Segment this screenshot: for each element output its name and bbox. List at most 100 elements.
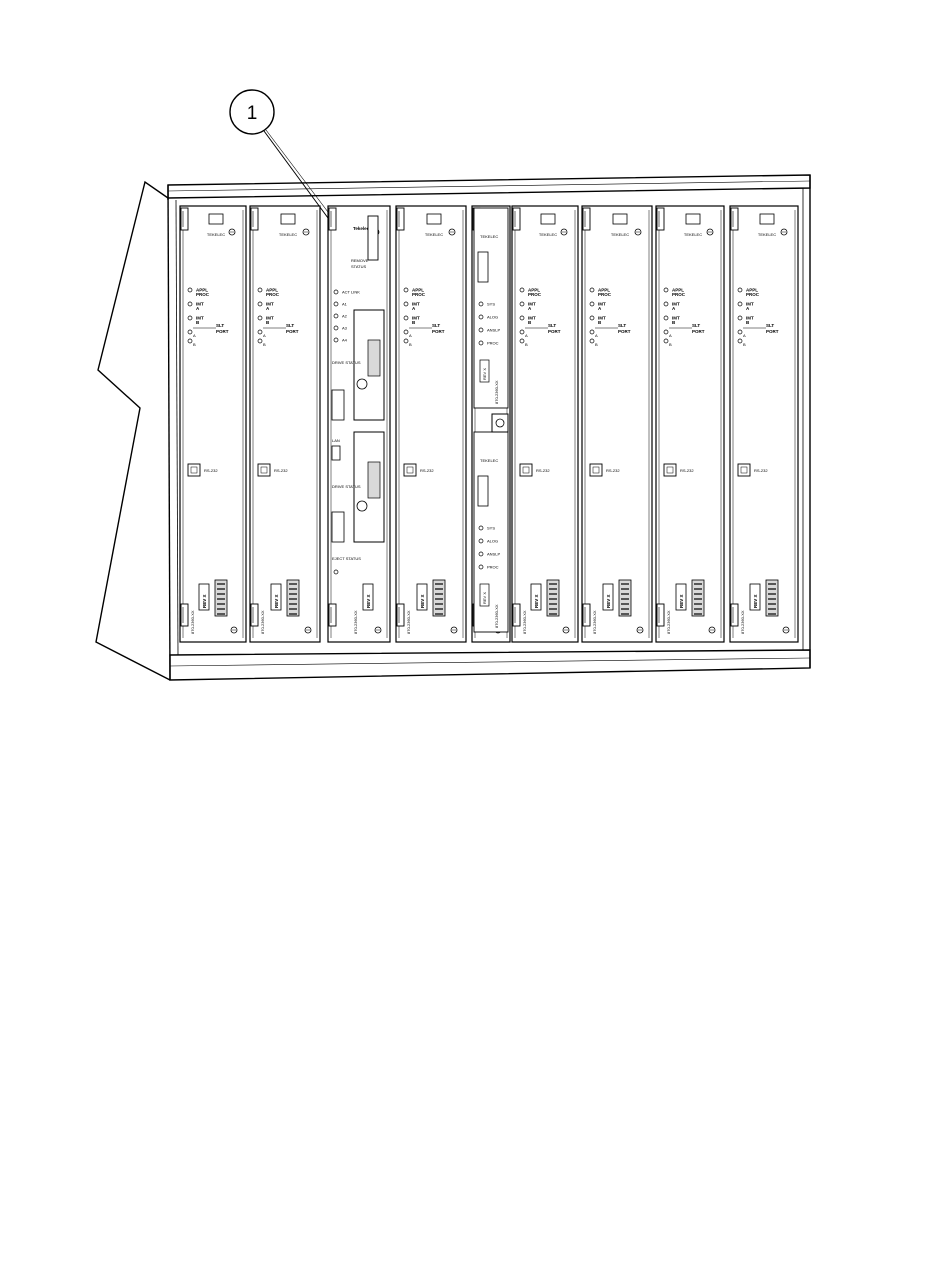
brand-label: TEKELEC <box>758 232 776 237</box>
rs232-jack-icon <box>737 463 751 477</box>
top-latch <box>250 207 259 231</box>
rev-box <box>530 583 542 611</box>
card-slot-2: TEKELECAPPLPROCIMTAIMTBSLTPORTABRS-232RE… <box>249 205 321 643</box>
status-led-icon <box>478 551 484 557</box>
connector-label: RS-232 <box>754 468 768 473</box>
port-led-icon <box>403 329 409 335</box>
status-led-icon <box>478 314 484 320</box>
callout-leader <box>263 130 329 219</box>
faceplate <box>179 205 247 643</box>
rs232-jack-icon <box>187 463 201 477</box>
led-label: IMT <box>266 302 274 307</box>
led-label: IMT <box>672 302 680 307</box>
port-led-icon <box>737 338 743 344</box>
port-label: PORT <box>216 329 229 334</box>
label-window <box>540 213 556 225</box>
port-b-label: B <box>525 342 528 347</box>
barcode-icon <box>691 579 705 617</box>
led-label: PROC <box>196 292 210 297</box>
label-window <box>426 213 442 225</box>
status-title: STATUS <box>351 264 367 269</box>
mid-label: LAN <box>332 438 340 443</box>
status-led-icon <box>519 287 525 293</box>
led-label: B <box>598 320 602 325</box>
usb-port-icon <box>477 475 489 507</box>
led-label: PROC <box>528 292 542 297</box>
led-label: A <box>598 306 602 311</box>
label-window <box>685 213 701 225</box>
led-label: PROC <box>412 292 426 297</box>
led-label: PROC <box>266 292 280 297</box>
rev-label: REV X <box>606 594 611 608</box>
part-number: 870-2360-XX <box>406 610 411 634</box>
led-label: A <box>412 306 416 311</box>
port-led-icon <box>737 329 743 335</box>
port-label: SLT <box>766 323 774 328</box>
shelf-frame <box>95 174 811 681</box>
status-led-icon <box>333 301 339 307</box>
top-latch <box>730 207 739 231</box>
led-label: IMT <box>598 316 606 321</box>
port-b-label: B <box>409 342 412 347</box>
status-led-icon <box>403 287 409 293</box>
eject-handle <box>367 215 379 261</box>
led-label: IMT <box>528 302 536 307</box>
barcode-icon <box>367 461 381 499</box>
led-label: IMT <box>412 302 420 307</box>
brand-label: TEKELEC <box>539 232 557 237</box>
rs232-jack-icon <box>519 463 533 477</box>
port-b-label: B <box>595 342 598 347</box>
led-label: PROC <box>598 292 612 297</box>
led-label: ANSLP <box>487 552 500 557</box>
port-led-icon <box>187 338 193 344</box>
brand-label: TEKELEC <box>425 232 443 237</box>
bottom-latch <box>396 603 405 627</box>
mid-label: DRIVE STATUS <box>332 484 361 489</box>
status-led-icon <box>257 315 263 321</box>
bottom-latch <box>656 603 665 627</box>
rev-box <box>362 583 374 611</box>
status-led-icon <box>663 301 669 307</box>
led-label: A <box>528 306 532 311</box>
port-led-icon <box>257 329 263 335</box>
port-label: SLT <box>216 323 224 328</box>
port-a-label: A <box>525 333 528 338</box>
port-b-label: B <box>743 342 746 347</box>
status-led-icon <box>333 325 339 331</box>
connector-label: RS-232 <box>606 468 620 473</box>
part-number: 870-2360-XX <box>592 610 597 634</box>
port-label: SLT <box>548 323 556 328</box>
rev-box <box>479 359 490 383</box>
port-label: SLT <box>286 323 294 328</box>
drive-module <box>353 431 385 543</box>
callout-circle <box>229 89 275 135</box>
brand-label: TEKELEC <box>279 232 297 237</box>
status-led-icon <box>737 301 743 307</box>
port-label: PORT <box>618 329 631 334</box>
top-latch <box>582 207 591 231</box>
led-label: PROC <box>746 292 760 297</box>
drive-lever <box>331 389 345 421</box>
led-label: A <box>672 306 676 311</box>
led-label: B <box>196 320 200 325</box>
led-label: A2 <box>342 314 348 319</box>
faceplate <box>729 205 799 643</box>
rev-box <box>479 583 490 607</box>
led-label: IMT <box>672 316 680 321</box>
mid-label: DRIVE STATUS <box>332 360 361 365</box>
card-slots: TEKELECAPPLPROCIMTAIMTBSLTPORTABRS-232RE… <box>179 205 799 643</box>
led-label: IMT <box>412 316 420 321</box>
usb-port-icon <box>477 251 489 283</box>
part-number: 870-2360-XX <box>190 610 195 634</box>
port-led-icon <box>663 338 669 344</box>
status-led-icon <box>187 315 193 321</box>
port-led-icon <box>589 329 595 335</box>
port-led-icon <box>187 329 193 335</box>
port-label: PORT <box>548 329 561 334</box>
led-label: ALOG <box>487 539 498 544</box>
rev-label: REV X <box>202 594 207 608</box>
